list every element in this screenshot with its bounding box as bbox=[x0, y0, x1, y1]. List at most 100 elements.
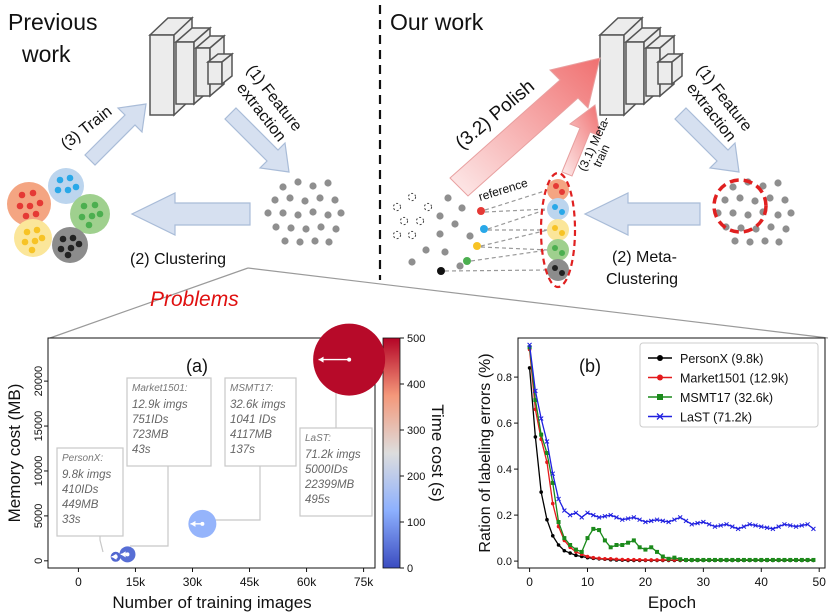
chart-a-annotation-line: 751IDs bbox=[132, 414, 169, 426]
chart-a-annotation-box bbox=[299, 427, 373, 517]
chart-a-point bbox=[347, 357, 352, 362]
chart-a-xtick-label: 75k bbox=[354, 575, 374, 589]
chart-b-ytick-label: 0.6 bbox=[497, 418, 512, 430]
chart-a-annotation-line: 12.9k imgs bbox=[132, 399, 188, 411]
chart-b-point bbox=[568, 543, 573, 547]
chart-b-point bbox=[747, 521, 753, 527]
chart-a-cbar-tick-label: 200 bbox=[407, 471, 425, 483]
chart-a-xtick-label: 30k bbox=[183, 575, 203, 589]
chart-b-point bbox=[648, 518, 654, 524]
chart-b-point bbox=[654, 517, 660, 523]
chart-a-ytick-label: 20000 bbox=[33, 366, 45, 397]
chart-b-point bbox=[765, 557, 770, 562]
chart-b-point bbox=[677, 515, 683, 520]
chart-b-legend-label: PersonX (9.8k) bbox=[680, 352, 763, 366]
chart-b-point bbox=[608, 557, 613, 561]
chart-b-xtick-label: 50 bbox=[813, 575, 827, 589]
chart-a-cbar-tick-label: 300 bbox=[407, 425, 425, 437]
chart-b-xlabel: Epoch bbox=[648, 593, 696, 612]
clustering-label: (2) Clustering bbox=[130, 251, 226, 268]
chart-b-point bbox=[660, 518, 666, 524]
cnn-model-icon-right bbox=[598, 16, 685, 117]
chart-a-bubble-arrowhead bbox=[190, 520, 196, 527]
chart-a-annotation-line: 4117MB bbox=[230, 429, 272, 441]
chart-b-point bbox=[637, 517, 642, 523]
chart-b-legend-label: Market1501 (12.9k) bbox=[680, 372, 788, 386]
chart-b-point bbox=[805, 521, 810, 527]
meta-cluster-column bbox=[539, 171, 577, 289]
chart-b-point bbox=[643, 547, 648, 552]
chart-b-point bbox=[672, 555, 677, 560]
chart-b-ytick-label: 0.0 bbox=[497, 556, 512, 568]
selected-neighborhood-circle bbox=[712, 178, 768, 234]
chart-b-point bbox=[695, 557, 700, 562]
chart-b-point bbox=[631, 515, 637, 520]
chart-b-panel-label: (b) bbox=[579, 356, 601, 376]
chart-b-point bbox=[683, 557, 688, 562]
chart-b-point bbox=[799, 557, 804, 562]
problems-label: Problems bbox=[150, 288, 239, 311]
chart-a-annotation-line: 723MB bbox=[132, 429, 169, 441]
feature-arrow-icon-left bbox=[224, 107, 290, 173]
feature-points-left bbox=[264, 178, 345, 246]
chart-b-point bbox=[538, 416, 544, 421]
chart-b-point bbox=[556, 520, 561, 524]
chart-b-point bbox=[793, 524, 799, 529]
chart-b-ytick-label: 0.4 bbox=[497, 464, 512, 476]
chart-b-xtick-label: 10 bbox=[581, 575, 595, 589]
chart-b-point bbox=[591, 555, 596, 560]
chart-b-point bbox=[567, 512, 573, 518]
chart-a-xtick-label: 60k bbox=[297, 575, 317, 589]
chart-a-annotation-line: 1041 IDs bbox=[230, 414, 276, 426]
chart-b-point bbox=[533, 398, 538, 403]
chart-b-point bbox=[527, 366, 532, 370]
chart-b-point bbox=[794, 557, 799, 562]
metaclustering-arrow-icon bbox=[583, 192, 701, 236]
chart-b-point bbox=[776, 524, 782, 529]
chart-b-legend-marker bbox=[656, 413, 664, 420]
chart-b-point bbox=[585, 510, 590, 516]
chart-b-point bbox=[625, 516, 631, 521]
chart-a-annotation-title: PersonX: bbox=[62, 453, 103, 464]
chart-a-ytick-label: 10000 bbox=[33, 456, 45, 487]
chart-b-point bbox=[689, 557, 694, 562]
chart-b-point bbox=[672, 517, 677, 523]
chart-b-point bbox=[614, 543, 619, 547]
chart-b-point bbox=[590, 512, 596, 518]
chart-b-point bbox=[706, 521, 712, 527]
chart-b-legend-label: MSMT17 (32.6k) bbox=[680, 391, 773, 405]
chart-a-point bbox=[125, 552, 130, 557]
chart-b-point bbox=[573, 510, 579, 516]
chart-b-point bbox=[655, 558, 659, 562]
feature-arrow-icon-right bbox=[674, 107, 740, 173]
chart-a-annotation-line: 33s bbox=[62, 514, 81, 526]
chart-b-point bbox=[759, 557, 764, 562]
chart-b-point bbox=[631, 538, 636, 543]
chart-b-legend-marker bbox=[657, 355, 663, 361]
chart-a-annotation-box bbox=[224, 377, 297, 467]
meta-reference-points bbox=[392, 189, 549, 275]
chart-b-point bbox=[614, 515, 619, 520]
chart-b-point bbox=[741, 557, 746, 562]
chart-b-legend bbox=[639, 342, 819, 428]
chart-a-annotation-line: 495s bbox=[305, 494, 330, 506]
chart-b-point bbox=[730, 557, 735, 562]
chart-b-point bbox=[655, 549, 660, 554]
chart-b-point bbox=[562, 536, 567, 541]
chart-b-point bbox=[764, 525, 770, 531]
polish-arrow-icon bbox=[449, 57, 601, 197]
train-label: (3) Train bbox=[58, 103, 115, 153]
chart-b-point bbox=[527, 342, 532, 348]
chart-b-point bbox=[701, 519, 706, 525]
chart-b-point bbox=[712, 557, 717, 562]
chart-a-colorbar bbox=[382, 337, 401, 569]
chart-b-point bbox=[608, 512, 614, 518]
chart-b-point bbox=[539, 432, 544, 437]
chart-b-point bbox=[678, 557, 683, 562]
chart-b-point bbox=[718, 557, 723, 562]
chart-b-point bbox=[643, 519, 648, 525]
train-arrow-icon bbox=[84, 103, 147, 166]
chart-b-point bbox=[729, 524, 735, 529]
chart-b-point bbox=[544, 451, 549, 455]
previous-work-title-line2: work bbox=[21, 41, 71, 67]
